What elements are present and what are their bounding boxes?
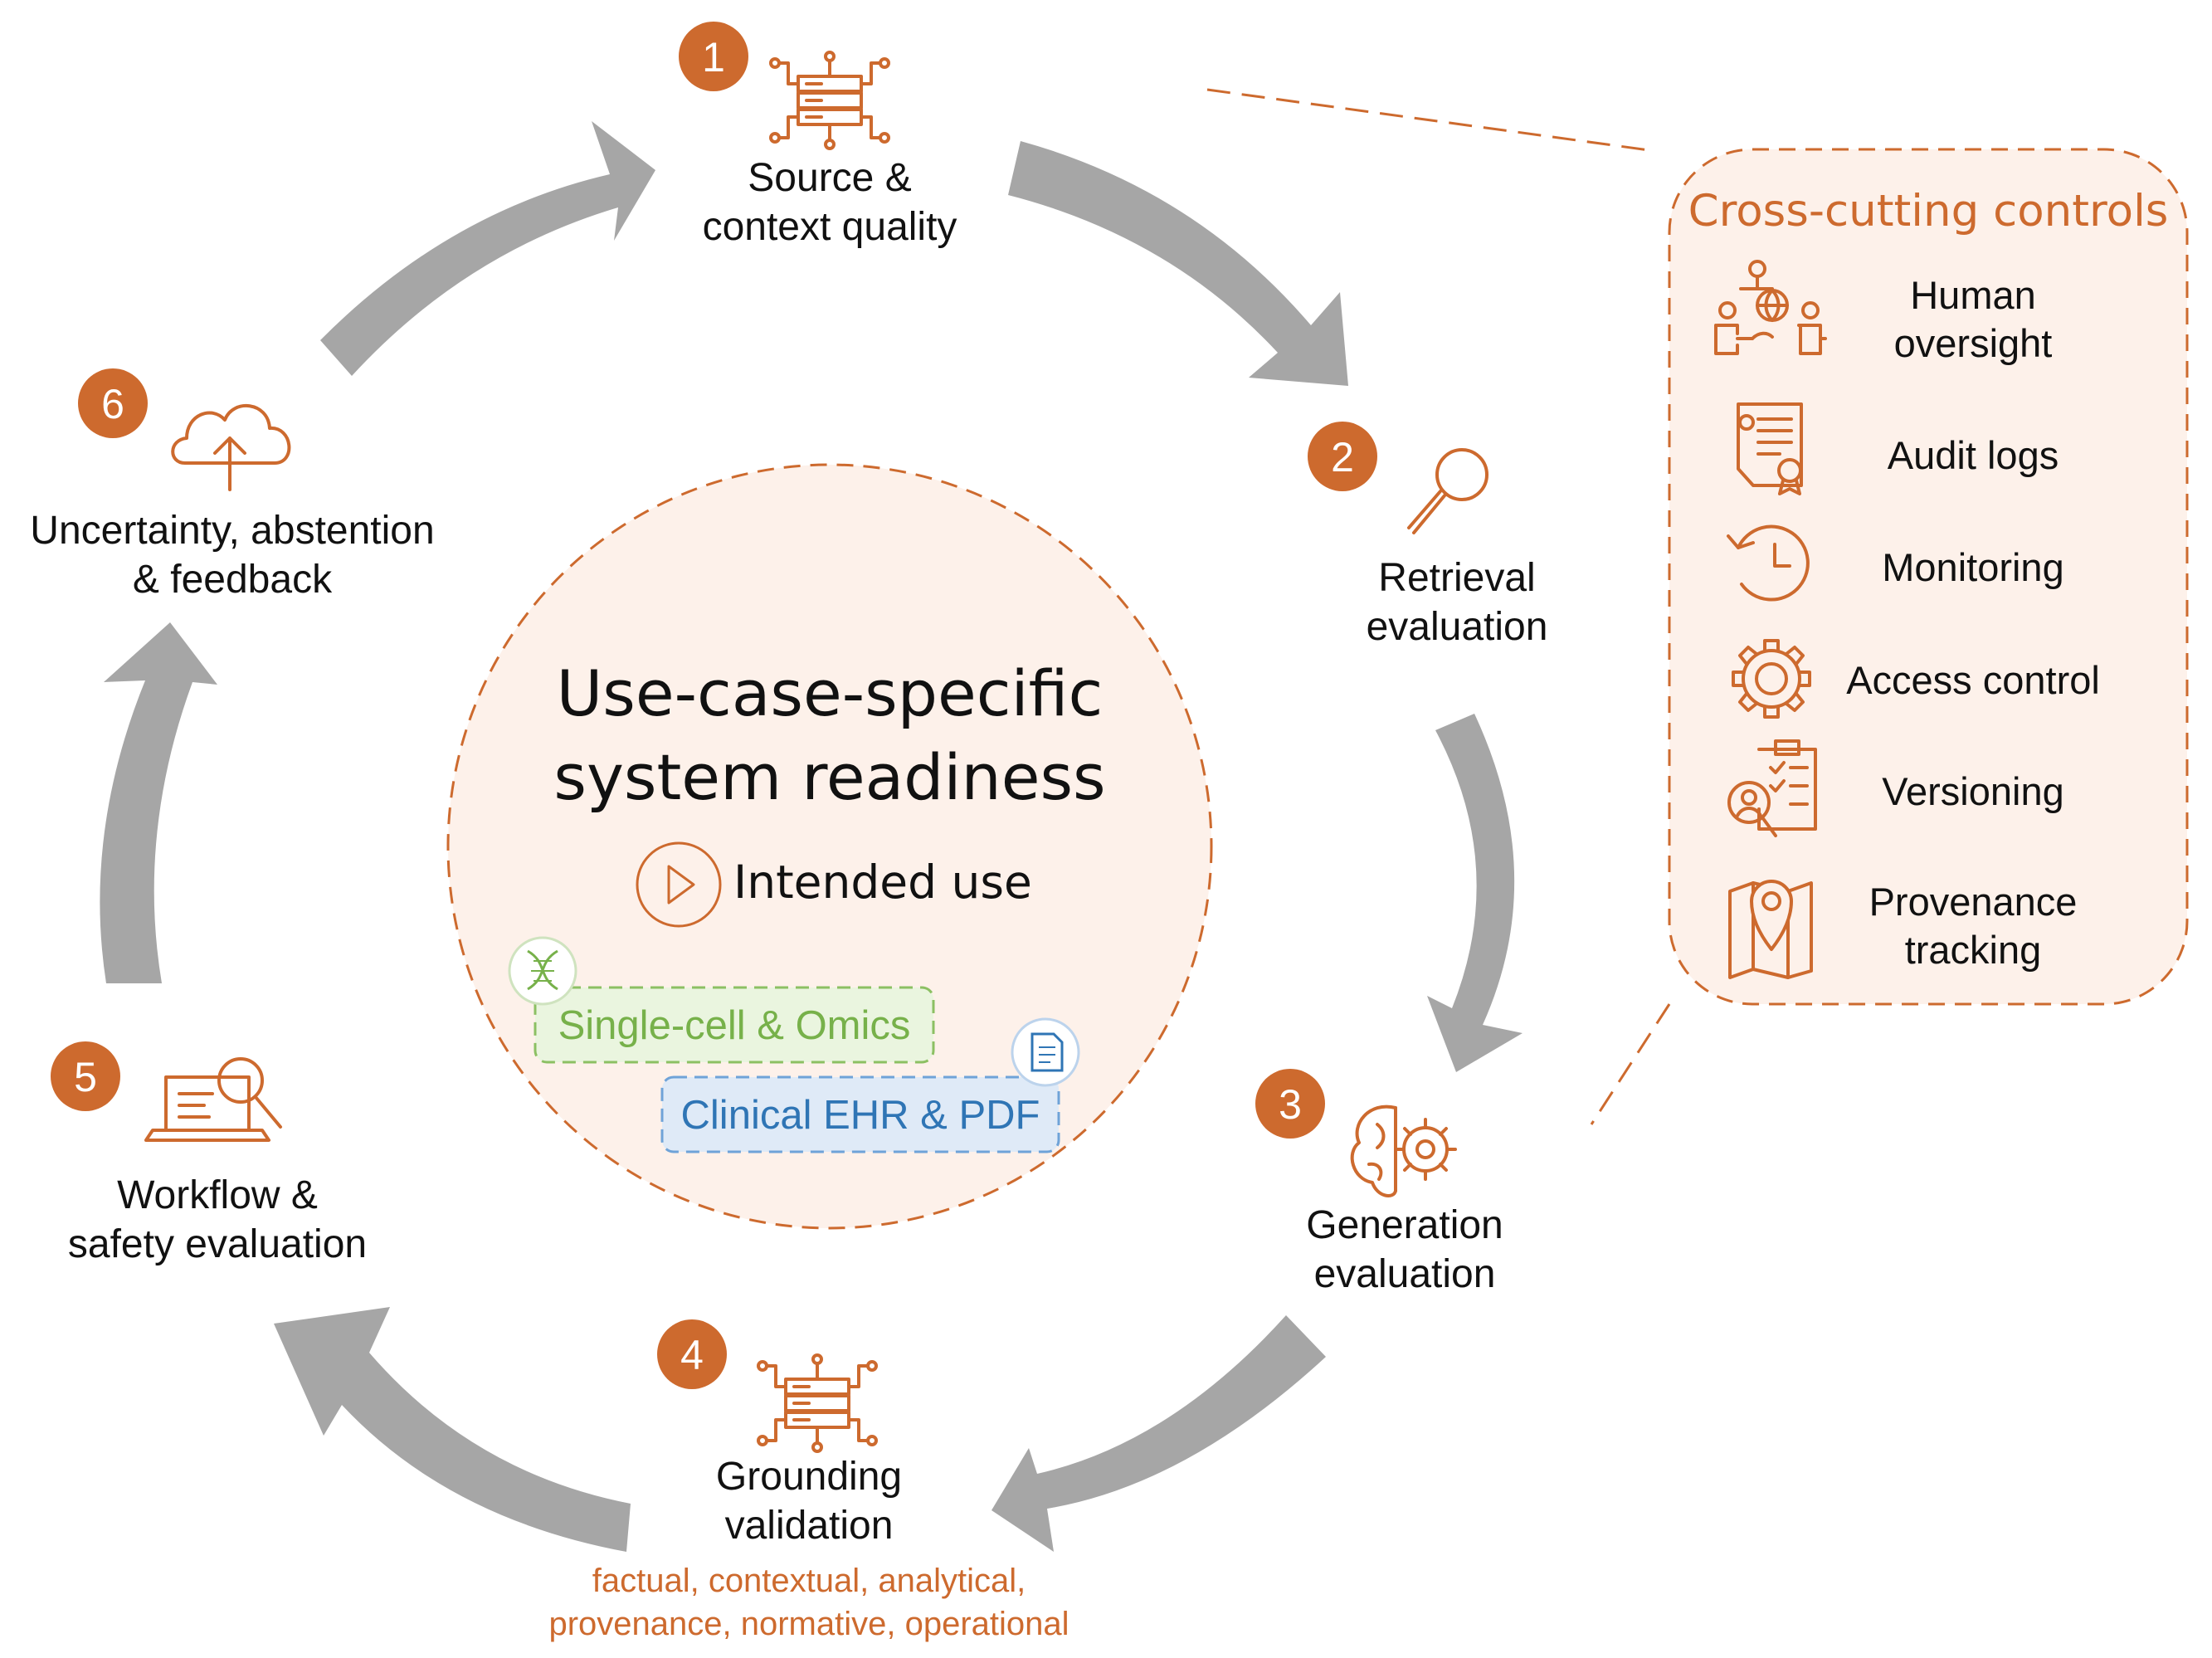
stage-3-label-line1: Generation xyxy=(1306,1203,1503,1247)
stage-6-label: Uncertainty, abstention & feedback xyxy=(30,509,434,602)
cycle-arrow-5-to-6 xyxy=(100,622,217,983)
stage-3-label: Generation evaluation xyxy=(1306,1203,1503,1296)
stage-4-label-line1: Grounding xyxy=(716,1455,902,1499)
connector-bottom xyxy=(1590,1003,1671,1125)
document-icon xyxy=(1011,1017,1080,1087)
stage-4-number: 4 xyxy=(680,1332,704,1378)
play-icon xyxy=(636,841,722,928)
stage-2-label-line1: Retrieval xyxy=(1378,556,1535,600)
certificate-icon xyxy=(1737,402,1803,495)
stage-6-number: 6 xyxy=(101,381,124,427)
stage-6-badge: 6 xyxy=(78,368,148,438)
center-title-line2: system readiness xyxy=(553,740,1105,814)
clock-icon xyxy=(1727,524,1810,602)
server-network-icon xyxy=(757,1353,878,1453)
stage-1-label: Source & context quality xyxy=(703,156,957,249)
brain-gear-icon xyxy=(1350,1105,1457,1197)
connector-top xyxy=(1206,88,1656,153)
cycle-arrow-3-to-4 xyxy=(992,1315,1326,1552)
stage-2-label-line2: evaluation xyxy=(1367,605,1548,649)
cycle-arrow-2-to-3 xyxy=(1427,714,1523,1072)
stage-5-label-line2: safety evaluation xyxy=(68,1222,367,1266)
stage-3-label-line2: evaluation xyxy=(1314,1252,1496,1296)
panel-connectors xyxy=(1206,88,1671,1125)
stage-2-number: 2 xyxy=(1331,434,1354,480)
magnifier-icon xyxy=(1407,448,1488,534)
center-readiness: Use-case-specific system readiness Inten… xyxy=(446,463,1213,1230)
clinical-tag-label: Clinical EHR & PDF xyxy=(681,1093,1040,1138)
clipboard-search-icon xyxy=(1727,739,1817,837)
control-versioning: Versioning xyxy=(1882,769,2064,813)
intended-use-label: Intended use xyxy=(733,856,1032,909)
control-access-control: Access control xyxy=(1846,658,2100,702)
cycle-arrow-4-to-5 xyxy=(274,1307,631,1552)
stage-6-label-line1: Uncertainty, abstention xyxy=(30,509,434,553)
people-network-icon xyxy=(1714,260,1827,355)
stage-2-badge: 2 xyxy=(1308,422,1377,491)
stage-1-badge: 1 xyxy=(679,22,748,91)
stage-4-label-line2: validation xyxy=(725,1504,894,1548)
stage-3-badge: 3 xyxy=(1255,1069,1325,1139)
control-provenance-line2: tracking xyxy=(1905,928,2042,972)
control-human-oversight-line2: oversight xyxy=(1894,321,2053,365)
omics-tag-box xyxy=(534,986,935,1064)
stage-5-badge: 5 xyxy=(51,1041,120,1111)
stage-1-number: 1 xyxy=(702,34,725,80)
omics-tag-label: Single-cell & Omics xyxy=(558,1003,911,1048)
server-network-icon xyxy=(769,51,890,150)
map-pin-icon xyxy=(1728,880,1813,979)
cloud-upload-icon xyxy=(171,403,291,491)
cycle-arrows xyxy=(100,121,1523,1552)
clinical-tag-box xyxy=(660,1075,1060,1153)
controls-panel-title: Cross-cutting controls xyxy=(1688,186,2169,237)
center-title-line1: Use-case-specific xyxy=(557,656,1104,730)
control-monitoring: Monitoring xyxy=(1882,545,2063,589)
dna-icon xyxy=(508,936,577,1006)
stage-1-label-line2: context quality xyxy=(703,205,957,249)
cycle-arrow-1-to-2 xyxy=(1008,141,1348,386)
stage-4-detail-line2: provenance, normative, operational xyxy=(548,1606,1069,1642)
controls-panel-box xyxy=(1668,148,2189,1006)
laptop-search-icon xyxy=(144,1057,282,1142)
gear-icon xyxy=(1732,639,1811,719)
stage-4-badge: 4 xyxy=(657,1319,727,1389)
stage-5-label: Workflow & safety evaluation xyxy=(68,1173,367,1266)
stage-2-label: Retrieval evaluation xyxy=(1367,556,1548,649)
stage-4-detail-line1: factual, contextual, analytical, xyxy=(592,1563,1026,1599)
stage-5-label-line1: Workflow & xyxy=(117,1173,318,1217)
stage-5-number: 5 xyxy=(74,1054,97,1100)
control-human-oversight-line1: Human xyxy=(1910,273,2036,317)
stage-1-label-line1: Source & xyxy=(748,156,911,200)
stage-4-label: Grounding validation factual, contextual… xyxy=(548,1455,1069,1642)
control-audit-logs: Audit logs xyxy=(1888,433,2059,477)
stage-3-number: 3 xyxy=(1279,1081,1302,1128)
controls-panel: Cross-cutting controls Human oversight A… xyxy=(1668,148,2189,1006)
cycle-arrow-6-to-1 xyxy=(320,121,655,376)
stage-badges: 1 2 3 4 5 6 xyxy=(51,22,1377,1389)
stage-6-label-line2: & feedback xyxy=(133,558,333,602)
control-provenance-line1: Provenance xyxy=(1869,880,2078,924)
